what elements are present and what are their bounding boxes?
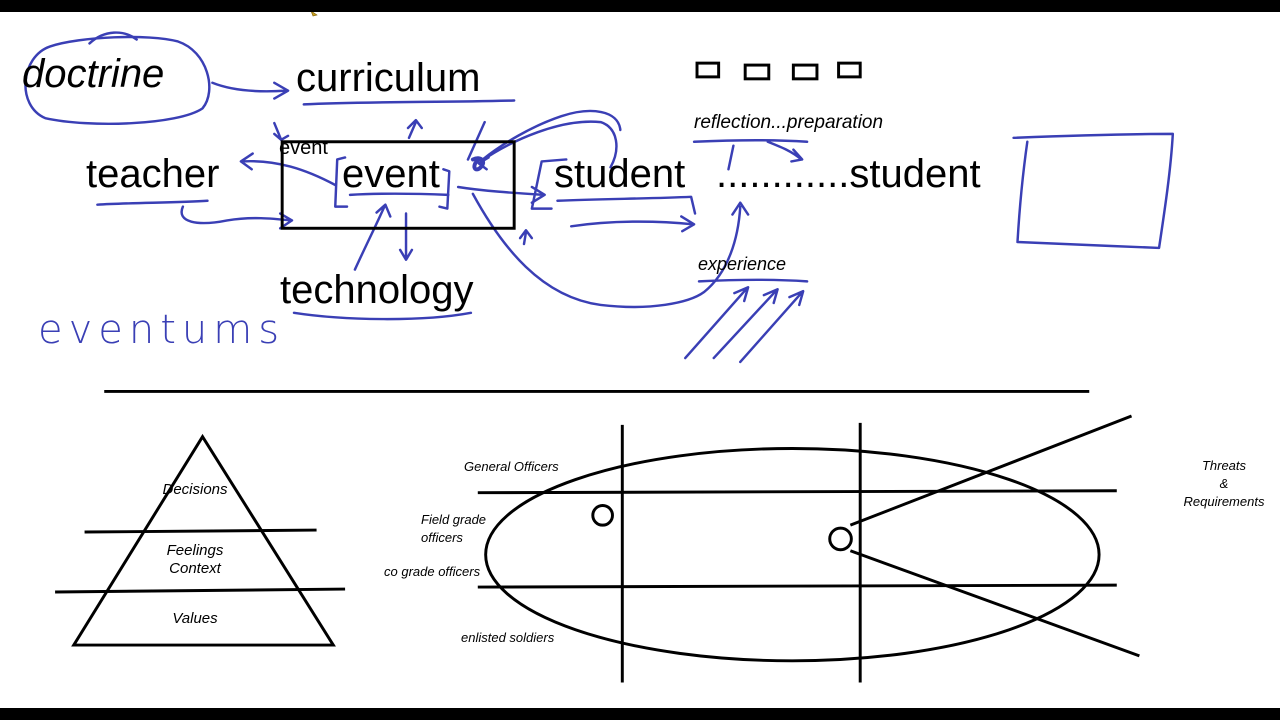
ink-layer: [24, 31, 1175, 683]
doctrine-oval: [24, 35, 211, 126]
experience-arrow-3: [739, 289, 805, 364]
technology-underline: [292, 311, 473, 321]
field-grade-label-line2: officers: [421, 530, 463, 545]
pyramid-feelings-label: Feelings: [166, 542, 224, 559]
experience-loop: [471, 192, 750, 309]
pyramid-decisions-label: Decisions: [162, 481, 228, 498]
enlisted-soldiers-label: enlisted soldiers: [461, 630, 555, 645]
technology-down-arrow: [398, 212, 414, 261]
student-bracket: [530, 158, 568, 210]
small-square-4: [837, 61, 862, 79]
horizontal-line-top: [477, 489, 1117, 495]
teacher-to-box-arrow: [180, 205, 294, 230]
reflection-label: reflection...preparation: [694, 112, 884, 133]
teacher-left-arrow: [239, 152, 337, 187]
event-label: event: [342, 152, 440, 196]
technology-label: technology: [280, 268, 474, 312]
reflection-underline: [692, 139, 809, 143]
dots-student-label: ............student: [716, 152, 981, 196]
doctrine-loop: [88, 31, 138, 45]
student-underline: [556, 195, 697, 215]
pyramid: [71, 433, 336, 647]
event-bracket-right: [438, 168, 451, 210]
student-forward-arrow: [569, 215, 696, 233]
field-grade-label-line1: Field grade: [421, 512, 487, 527]
threats-label-line1: Threats: [1201, 458, 1247, 473]
small-square-2: [743, 63, 771, 81]
event-to-student-arrow: [456, 185, 546, 204]
event-underline: [348, 192, 450, 197]
threats-label-line3: Requirements: [1183, 494, 1265, 509]
pyramid-divider-2: [55, 587, 346, 594]
eventums-handwriting: eventums: [38, 307, 286, 353]
teacher-label: teacher: [86, 152, 220, 196]
hand-drawn-rectangle: [1012, 132, 1175, 250]
small-up-arrow: [518, 229, 534, 246]
event-scribble: [470, 156, 486, 172]
student-return-arrow: [477, 120, 618, 171]
pyramid-context-label: Context: [169, 560, 221, 577]
event-box: [280, 140, 516, 230]
doctrine-label: doctrine: [22, 52, 165, 96]
small-square-3: [791, 63, 819, 81]
horizontal-line-bottom: [477, 583, 1117, 589]
organization-ellipse: [484, 447, 1101, 663]
doctrine-to-curriculum-arrow: [211, 81, 290, 100]
teacher-underline: [96, 199, 209, 206]
small-square-1: [695, 61, 721, 79]
experience-underline: [697, 278, 809, 283]
curriculum-down-arrow: [273, 121, 290, 142]
pyramid-divider-1: [84, 528, 317, 534]
event-bracket: [334, 156, 349, 208]
ray-lower: [849, 549, 1140, 658]
small-circle-right: [828, 526, 853, 552]
threats-label-line2: &: [1219, 476, 1229, 491]
pyramid-values-label: Values: [172, 610, 218, 627]
student-return-arrow-2: [481, 109, 622, 161]
curriculum-label: curriculum: [296, 56, 481, 100]
curriculum-up-arrow: [406, 118, 423, 140]
co-grade-officers-label: co grade officers: [384, 564, 481, 579]
experience-arrow-1: [683, 286, 750, 360]
blue-ink-strokes: [24, 31, 1175, 364]
pen-cursor-icon: [311, 12, 318, 17]
small-circle-left: [591, 504, 614, 527]
experience-label: experience: [698, 254, 787, 274]
event-small-label: event: [279, 137, 328, 159]
reflection-to-dots-line: [727, 144, 735, 171]
technology-up-arrow: [353, 203, 392, 271]
general-officers-label: General Officers: [464, 459, 559, 474]
experience-arrow-2: [712, 287, 779, 360]
curriculum-underline: [302, 99, 516, 106]
ray-upper: [849, 414, 1133, 527]
student-label: student: [554, 152, 686, 196]
black-shapes: [55, 61, 1140, 683]
reflection-right-arrow: [766, 140, 804, 163]
whiteboard-canvas[interactable]: doctrine curriculum teacher event event …: [0, 12, 1280, 708]
